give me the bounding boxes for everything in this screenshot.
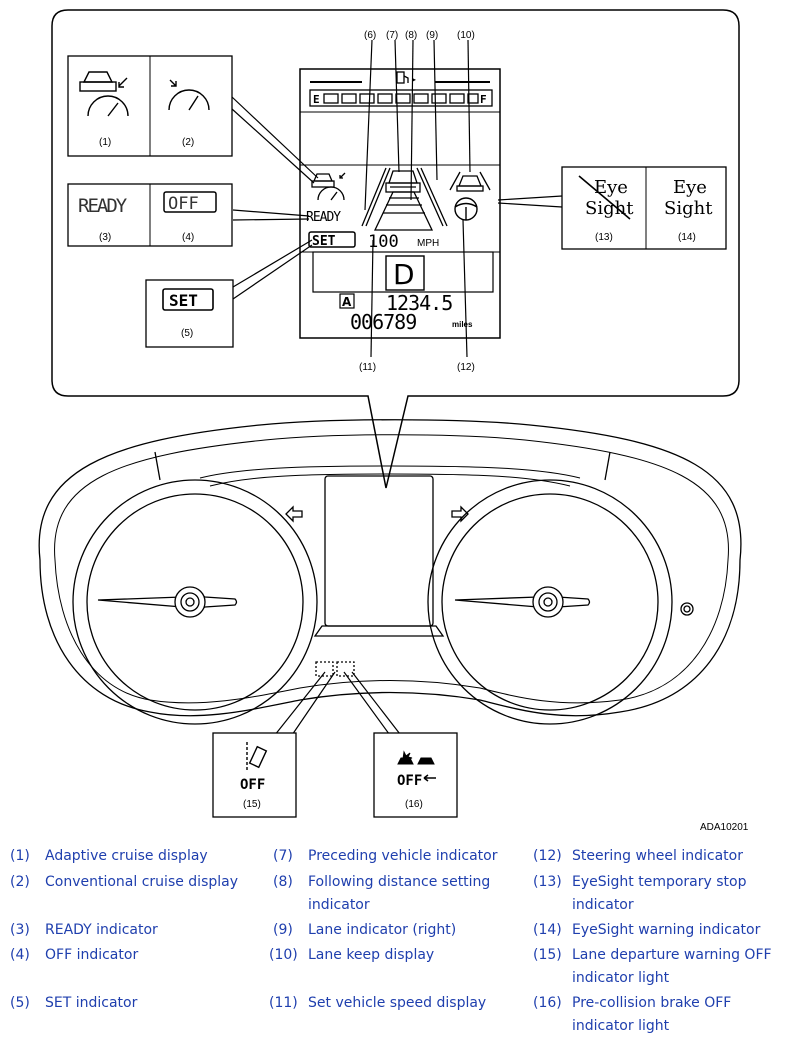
callout-3: (3) — [99, 232, 111, 243]
legend-item: (7)Preceding vehicle indicator — [273, 848, 498, 864]
speed-unit: MPH — [417, 238, 439, 249]
lane-departure-icon — [246, 742, 268, 770]
display-set-text: SET — [312, 234, 336, 249]
legend-column-1: (1)Adaptive cruise display (2)Convention… — [10, 845, 260, 1035]
legend-item: (5)SET indicator — [10, 995, 138, 1011]
callout-10: (10) — [457, 30, 475, 41]
callout-9: (9) — [426, 30, 438, 41]
odometer-unit: miles — [452, 320, 473, 329]
legend-item: (15)Lane departure warning OFF indicator… — [533, 947, 772, 986]
legend-item: (8)Following distance setting indicator — [273, 874, 491, 913]
legend-item: (2)Conventional cruise display — [10, 874, 239, 890]
multi-info-display: ▸ E F READY — [299, 68, 501, 339]
pre-collision-icon — [397, 750, 435, 765]
callout-5: (5) — [181, 328, 193, 339]
ready-indicator: READY — [78, 195, 128, 217]
svg-text:▸: ▸ — [412, 75, 416, 84]
pre-collision-off-box — [373, 732, 458, 818]
set-speed-value: 100 — [368, 232, 399, 252]
fuel-pump-icon — [396, 71, 409, 84]
eyesight-stop-eye: Eye — [594, 177, 628, 198]
callout-16: (16) — [405, 799, 423, 810]
callout-12: (12) — [457, 362, 475, 373]
legend-column-2: (7)Preceding vehicle indicator (8)Follow… — [269, 845, 523, 1035]
legend-item: (9)Lane indicator (right) — [273, 922, 457, 938]
trip-value: 1234.5 — [386, 291, 452, 315]
preceding-vehicle-icon — [385, 170, 421, 193]
steering-wheel-icon — [454, 197, 478, 221]
adaptive-cruise-icon — [311, 172, 346, 201]
combination-meter — [38, 419, 742, 725]
lane-keep-icon — [449, 171, 491, 192]
instrument-cluster-diagram: ▸ E F READY — [38, 9, 742, 818]
lane-indicators — [361, 167, 448, 231]
speedometer-gauge — [72, 479, 318, 725]
eyesight-box — [561, 166, 727, 250]
pre-collision-off-text: OFF — [397, 773, 422, 789]
legend-item: (12)Steering wheel indicator — [533, 848, 743, 864]
legend-item: (3)READY indicator — [10, 922, 158, 938]
callout-14: (14) — [678, 232, 696, 243]
tachometer-needle — [454, 586, 591, 618]
lane-departure-off-text: OFF — [240, 777, 265, 793]
off-indicator: OFF — [168, 194, 199, 214]
set-indicator-box — [145, 279, 234, 348]
center-screen — [324, 475, 434, 627]
conventional-cruise-icon — [168, 79, 210, 111]
fuel-gauge-segments — [323, 93, 479, 104]
fuel-full-label: F — [480, 93, 487, 106]
legend-item: (14)EyeSight warning indicator — [533, 922, 761, 938]
callout-1: (1) — [99, 137, 111, 148]
tachometer-gauge — [427, 479, 673, 725]
callout-7: (7) — [386, 30, 398, 41]
legend-column-3: (12)Steering wheel indicator (13)EyeSigh… — [533, 845, 783, 1040]
drive-mode: A — [342, 295, 352, 309]
fuel-empty-label: E — [313, 93, 320, 106]
speedometer-needle — [97, 586, 238, 618]
callout-6: (6) — [364, 30, 376, 41]
eyesight-warning-eye: Eye — [673, 177, 707, 198]
callout-11: (11) — [359, 362, 376, 373]
legend-item: (4)OFF indicator — [10, 947, 139, 963]
figure-code: ADA10201 — [700, 822, 749, 833]
callout-8: (8) — [405, 30, 417, 41]
callout-2: (2) — [182, 137, 194, 148]
odometer-value: 006789 — [350, 310, 416, 334]
eyesight-stop-sight: Sight — [585, 198, 634, 219]
adaptive-cruise-large-icon — [79, 71, 129, 117]
display-ready-text: READY — [306, 210, 341, 225]
gear-position: D — [393, 258, 415, 291]
callout-4: (4) — [182, 232, 194, 243]
legend-item: (13)EyeSight temporary stop indicator — [533, 874, 747, 913]
eyesight-warning-sight: Sight — [664, 198, 713, 219]
lane-departure-off-box — [212, 732, 297, 818]
legend-item: (16)Pre-collision brake OFF indicator li… — [533, 995, 732, 1034]
eyesight-strike-icon — [578, 175, 631, 220]
legend-item: (10)Lane keep display — [269, 947, 435, 963]
legend-item: (11)Set vehicle speed display — [269, 995, 487, 1011]
callout-leaders — [231, 39, 563, 358]
callout-13: (13) — [595, 232, 613, 243]
legend-item: (1)Adaptive cruise display — [10, 848, 208, 864]
set-indicator: SET — [169, 291, 198, 310]
callout-15: (15) — [243, 799, 261, 810]
